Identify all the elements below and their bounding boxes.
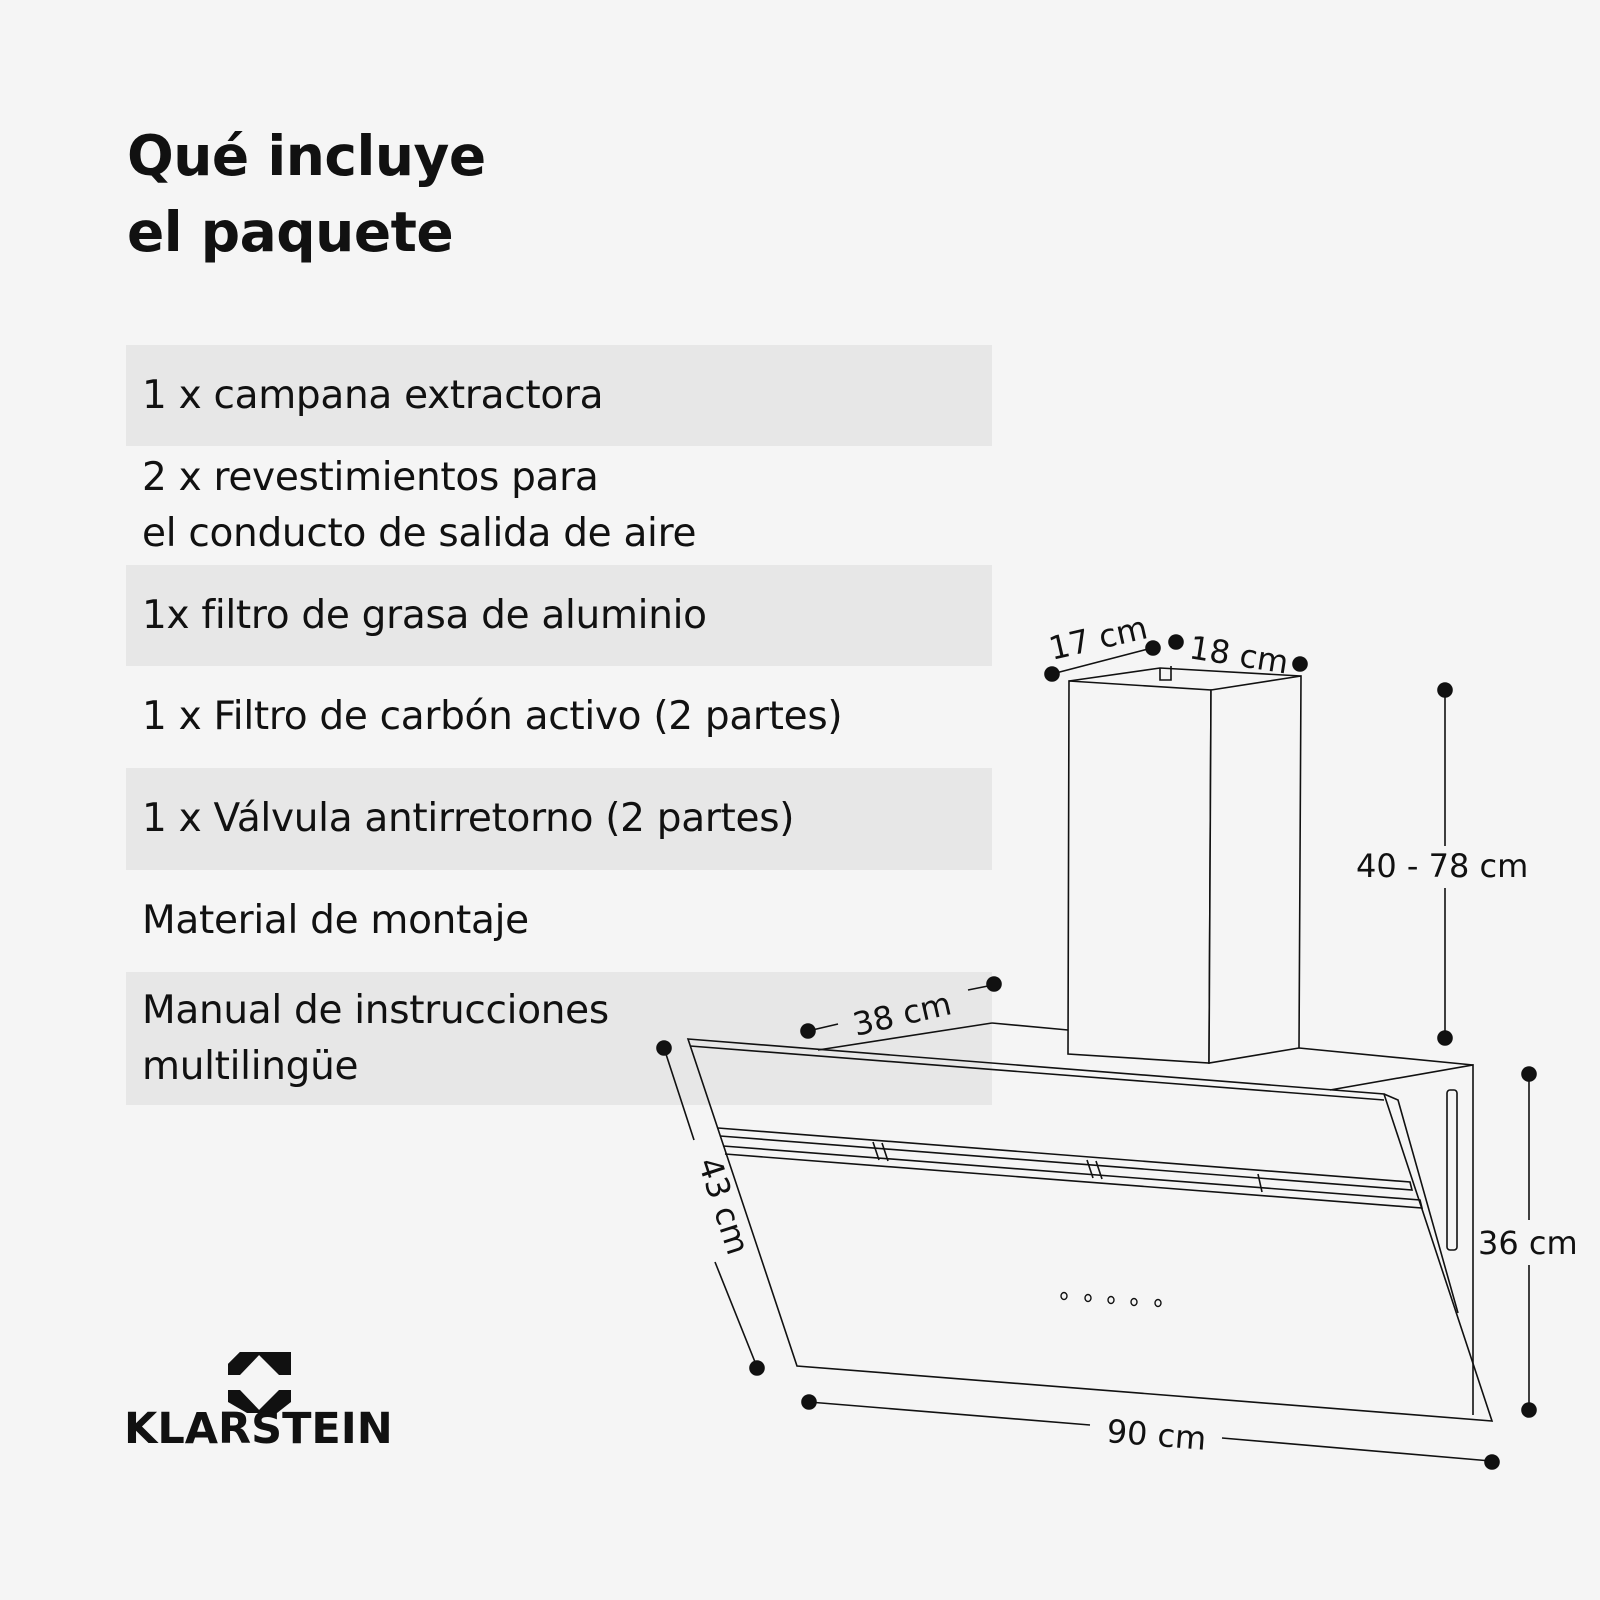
list-item-label: multilingüe (142, 1043, 359, 1089)
list-item: Material de montaje (126, 870, 992, 972)
list-item: 2 x revestimientos para el conducto de s… (126, 446, 992, 565)
dim-chimney-width: 18 cm (1187, 628, 1291, 681)
dim-body-height: 36 cm (1478, 1224, 1578, 1262)
dimension-lines (656, 634, 1537, 1470)
list-item: 1x filtro de grasa de aluminio (126, 565, 992, 666)
klarstein-logo-icon (228, 1352, 291, 1413)
title-line-2: el paquete (127, 200, 454, 264)
list-item: 1 x Válvula antirretorno (2 partes) (126, 768, 992, 870)
list-item-label: 1x filtro de grasa de aluminio (142, 592, 707, 638)
page-title: Qué incluye el paquete (127, 118, 486, 270)
brand-logo: KLARSTEIN (124, 1404, 393, 1454)
hood-outline (686, 666, 1494, 1422)
list-item-label: 2 x revestimientos para (142, 454, 599, 500)
list-item-label: 1 x Filtro de carbón activo (2 partes) (142, 694, 843, 739)
dim-width: 90 cm (1105, 1412, 1207, 1458)
control-buttons (1060, 1291, 1162, 1308)
dim-glass-height: 43 cm (690, 1153, 757, 1260)
title-line-1: Qué incluye (127, 124, 486, 188)
dim-body-depth: 38 cm (849, 984, 955, 1043)
dim-chimney-height: 40 - 78 cm (1356, 847, 1528, 885)
list-item: Manual de instrucciones multilingüe (126, 972, 992, 1105)
dim-chimney-depth: 17 cm (1045, 608, 1151, 667)
list-item: 1 x campana extractora (126, 345, 992, 446)
list-item: 1 x Filtro de carbón activo (2 partes) (126, 666, 992, 768)
list-item-label: 1 x campana extractora (142, 372, 604, 418)
list-item-label: Material de montaje (142, 898, 529, 943)
list-item-label: Manual de instrucciones (142, 987, 609, 1033)
list-item-label: 1 x Válvula antirretorno (2 partes) (142, 796, 795, 841)
list-item-label: el conducto de salida de aire (142, 510, 697, 556)
